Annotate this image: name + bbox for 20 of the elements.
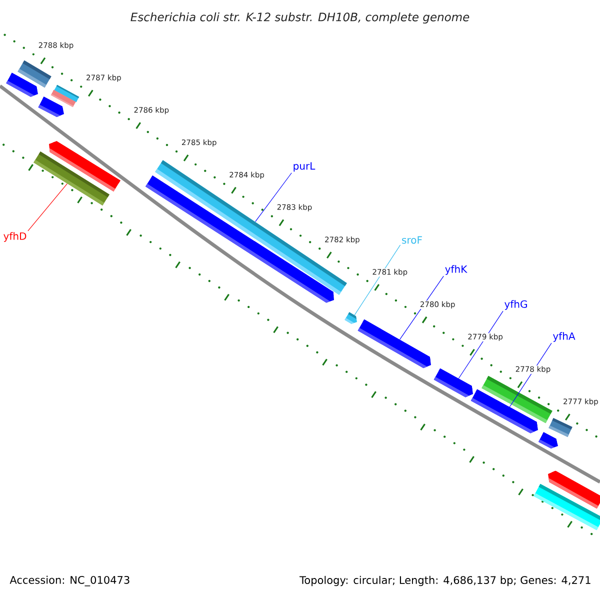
gene-label: yfhA [553,332,576,342]
leader-line [354,244,401,316]
gene-bar [358,319,431,368]
gene-bar [470,389,538,434]
leader-line [509,342,552,408]
gene-label: sroF [402,236,422,244]
gene-label: yfhD [4,232,26,242]
gene-bar [34,151,110,206]
leader-line [28,183,68,232]
footer-text: Topology: circular; Length: 4,686,137 bp; Genes: 4,271 [300,576,590,586]
footer-text: Accession: NC_010473 [10,576,130,586]
leader-line [458,310,504,379]
gene-bar [434,368,473,398]
leader-line [400,276,444,340]
gene-label: purL [294,162,316,172]
gene-label: yfhK [445,265,468,275]
title: Escherichia coli str. K-12 substr. DH10B, complete genome [130,12,470,24]
leader-line [255,172,292,222]
gene-bar [344,312,357,324]
gene-label: yfhG [504,300,527,310]
